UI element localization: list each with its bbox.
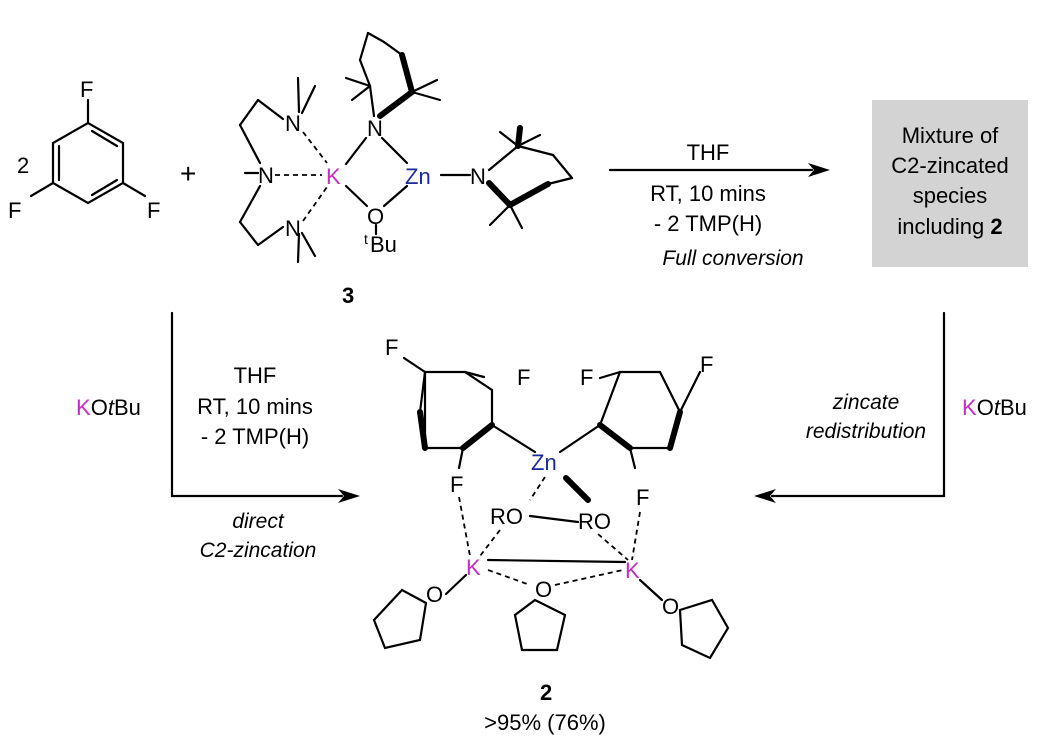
product-o-thf-2: O: [535, 577, 552, 602]
top-arrow-conditions: RT, 10 mins: [650, 181, 766, 206]
top-arrow-note: Full conversion: [662, 247, 803, 270]
product-2: F F F F F F Zn RO RO K K O O O: [372, 335, 730, 735]
product-o-thf-1: O: [426, 582, 443, 607]
k-atom: K: [326, 164, 341, 189]
product-ro-1: RO: [490, 504, 523, 529]
product-ro-2: RO: [578, 509, 611, 534]
f-atom-top: F: [80, 77, 93, 102]
f-atom-left: F: [8, 198, 21, 223]
mixture-line-2: C2-zincated: [891, 153, 1008, 178]
zn-atom: Zn: [405, 164, 431, 189]
stoichiometry-coefficient: 2: [17, 153, 29, 178]
product-o-thf-3: O: [662, 594, 679, 619]
mixture-line-1: Mixture of: [902, 123, 999, 148]
product-f-atom-3: F: [450, 472, 463, 497]
n-atom-top: N: [285, 111, 301, 136]
tbu-label: Bu: [370, 232, 397, 257]
trifluorobenzene: F F F 2: [8, 77, 160, 223]
top-reaction-arrow: [608, 163, 830, 177]
product-yield: >95% (76%): [484, 710, 606, 735]
right-reagent-kotbu: KOtBu: [962, 395, 1027, 420]
left-arrow-note-1: direct: [232, 510, 285, 533]
n-atom-tmp1: N: [367, 116, 383, 141]
n-atom-mid: N: [258, 163, 274, 188]
right-arrow-note-1: zincate: [832, 391, 900, 414]
f-atom-right: F: [147, 198, 160, 223]
product-f-atom-4: F: [580, 365, 593, 390]
left-arrow-conditions: RT, 10 mins: [197, 394, 313, 419]
left-arrow-note-2: C2-zincation: [200, 539, 317, 562]
n-atom-bottom: N: [285, 216, 301, 241]
plus-sign: +: [180, 158, 196, 189]
top-arrow-solvent: THF: [687, 140, 730, 165]
product-k-atom-2: K: [625, 558, 640, 583]
left-arrow-byproduct: - 2 TMP(H): [201, 424, 309, 449]
left-reagent-kotbu: KOtBu: [76, 395, 141, 420]
product-f-atom-1: F: [385, 335, 398, 360]
product-f-atom-2: F: [517, 365, 530, 390]
mixture-line-3: species: [913, 183, 988, 208]
compound-label-3: 3: [342, 283, 354, 308]
product-f-atom-5: F: [700, 352, 713, 377]
n-atom-tmp2: N: [470, 164, 486, 189]
product-zn-atom: Zn: [531, 450, 557, 475]
left-reaction-arrow: [170, 311, 360, 503]
o-atom-alkoxide: O: [367, 204, 384, 229]
reagent-3: N N N K N O t Bu Zn N: [238, 31, 574, 308]
left-arrow-solvent: THF: [234, 363, 277, 388]
compound-label-2: 2: [540, 680, 552, 705]
top-arrow-byproduct: - 2 TMP(H): [654, 211, 762, 236]
mixture-line-4: including 2: [897, 214, 1002, 239]
product-k-atom-1: K: [466, 555, 481, 580]
mixture-box: [872, 100, 1028, 267]
right-reaction-arrow: [754, 311, 946, 503]
right-arrow-note-2: redistribution: [806, 420, 926, 443]
product-f-atom-6: F: [636, 485, 649, 510]
tbu-superscript: t: [364, 231, 368, 247]
